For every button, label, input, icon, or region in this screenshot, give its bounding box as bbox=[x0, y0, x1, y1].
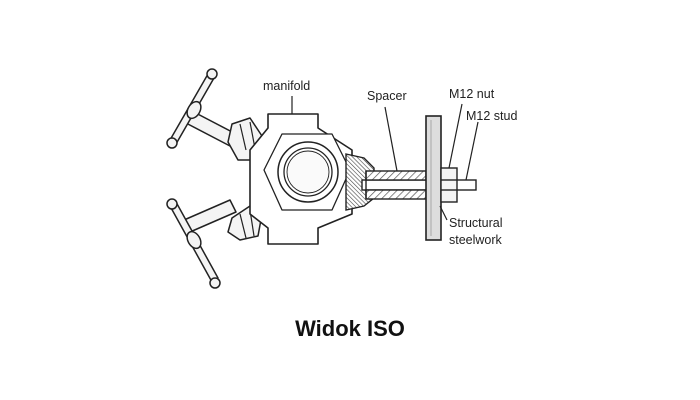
lower-valve-handle bbox=[166, 198, 263, 289]
structural-steel-plate bbox=[425, 115, 442, 241]
leader-lines bbox=[291, 96, 479, 221]
m12-stud bbox=[361, 179, 477, 191]
figure-caption: Widok ISO bbox=[295, 316, 405, 341]
structural-steelwork-label-line1: Structural bbox=[449, 216, 503, 230]
upper-valve-handle bbox=[166, 68, 263, 161]
manifold-label: manifold bbox=[263, 79, 310, 93]
structural-steelwork-label-line2: steelwork bbox=[449, 233, 503, 247]
m12-stud-label: M12 stud bbox=[466, 109, 517, 123]
manifold-body bbox=[249, 113, 353, 245]
m12-nut-label: M12 nut bbox=[449, 87, 495, 101]
spacer-label: Spacer bbox=[367, 89, 407, 103]
m12-nut bbox=[440, 167, 458, 203]
